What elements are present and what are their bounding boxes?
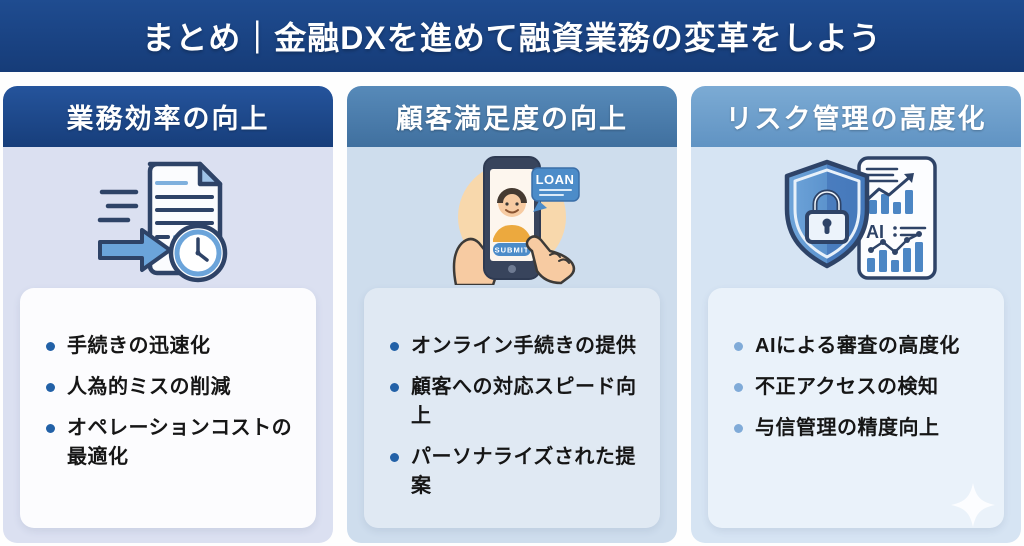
column-header-business-efficiency: 業務効率の向上 — [3, 86, 333, 147]
column-header-label: 業務効率の向上 — [66, 104, 270, 134]
bullet-text: 顧客への対応スピード向上 — [411, 376, 637, 427]
bullet-card-risk-management: AIによる審査の高度化 不正アクセスの検知 与信管理の精度向上 — [708, 288, 1004, 528]
document-clock-icon — [3, 147, 333, 288]
bullet-dot — [46, 424, 55, 433]
bullet-list: オンライン手続きの提供 顧客への対応スピード向上 パーソナライズされた提案 — [364, 288, 660, 501]
bullet-list: AIによる審査の高度化 不正アクセスの検知 与信管理の精度向上 — [708, 288, 1004, 443]
bullet-text: 手続きの迅速化 — [67, 335, 211, 357]
bullet-text: オペレーションコストの最適化 — [67, 417, 293, 468]
list-item: 与信管理の精度向上 — [734, 414, 998, 443]
column-risk-management: リスク管理の高度化 — [691, 86, 1021, 543]
bullet-dot — [46, 342, 55, 351]
bullet-text: AIによる審査の高度化 — [755, 335, 960, 357]
list-item: 不正アクセスの検知 — [734, 373, 998, 402]
title-banner: まとめ｜金融DXを進めて融資業務の変革をしよう — [0, 0, 1024, 72]
bullet-dot — [734, 424, 743, 433]
column-header-customer-satisfaction: 顧客満足度の向上 — [347, 86, 677, 147]
column-header-label: 顧客満足度の向上 — [396, 104, 628, 134]
list-item: オペレーションコストの最適化 — [46, 414, 310, 472]
ai-label: AI — [866, 222, 884, 242]
bullet-dot — [46, 383, 55, 392]
page-title: まとめ｜金融DXを進めて融資業務の変革をしよう — [142, 20, 882, 56]
shield-ai-analytics-icon-svg: AI — [784, 155, 937, 280]
bullet-dot — [734, 383, 743, 392]
column-business-efficiency: 業務効率の向上 — [3, 86, 333, 543]
list-item: 手続きの迅速化 — [46, 332, 310, 361]
column-customer-satisfaction: 顧客満足度の向上 — [347, 86, 677, 543]
shield-ai-analytics-icon: AI — [691, 147, 1021, 288]
bullet-list: 手続きの迅速化 人為的ミスの削減 オペレーションコストの最適化 — [20, 288, 316, 472]
bullet-dot — [390, 342, 399, 351]
bullet-card-business-efficiency: 手続きの迅速化 人為的ミスの削減 オペレーションコストの最適化 — [20, 288, 316, 528]
bullet-card-customer-satisfaction: オンライン手続きの提供 顧客への対応スピード向上 パーソナライズされた提案 — [364, 288, 660, 528]
document-clock-icon-svg — [97, 161, 228, 282]
columns-container: 業務効率の向上 — [3, 86, 1021, 543]
submit-button-label: SUBMIT — [495, 245, 530, 254]
column-header-risk-management: リスク管理の高度化 — [691, 86, 1021, 147]
list-item: パーソナライズされた提案 — [390, 443, 654, 501]
loan-bubble-label: LOAN — [536, 172, 575, 187]
loan-app-phone-icon: SUBMIT LOAN — [347, 147, 677, 288]
list-item: 顧客への対応スピード向上 — [390, 373, 654, 431]
bullet-text: 人為的ミスの削減 — [67, 376, 231, 398]
loan-app-phone-icon-svg: SUBMIT LOAN — [452, 155, 580, 285]
list-item: オンライン手続きの提供 — [390, 332, 654, 361]
sparkle-icon — [951, 483, 995, 527]
bullet-text: 与信管理の精度向上 — [755, 417, 940, 439]
bullet-text: オンライン手続きの提供 — [411, 335, 637, 357]
bullet-dot — [390, 383, 399, 392]
list-item: AIによる審査の高度化 — [734, 332, 998, 361]
list-item: 人為的ミスの削減 — [46, 373, 310, 402]
bullet-text: パーソナライズされた提案 — [411, 446, 636, 497]
column-header-label: リスク管理の高度化 — [725, 104, 987, 134]
bullet-text: 不正アクセスの検知 — [755, 376, 939, 398]
bullet-dot — [734, 342, 743, 351]
bullet-dot — [390, 453, 399, 462]
